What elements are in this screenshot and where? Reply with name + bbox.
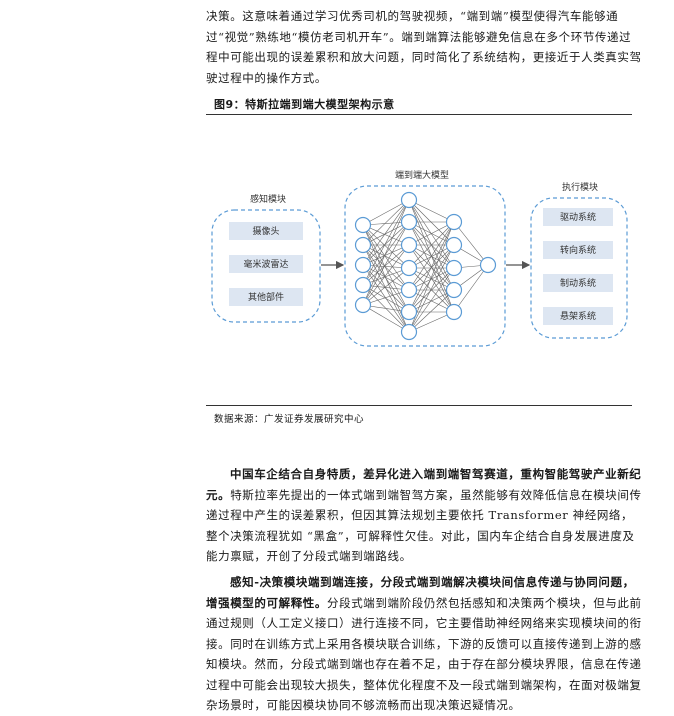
nn-edge xyxy=(362,267,410,286)
nn-node xyxy=(445,213,463,231)
execution-item-label: 悬架系统 xyxy=(560,310,596,322)
nn-edge xyxy=(408,221,455,246)
nn-edge xyxy=(362,224,410,246)
nn-node xyxy=(400,236,418,254)
execution-module-box xyxy=(530,197,628,339)
figure-bottom-rule xyxy=(206,405,632,406)
execution-module-title: 执行模块 xyxy=(562,181,598,193)
nn-edge xyxy=(362,264,410,313)
model-title: 端到端大模型 xyxy=(395,169,449,181)
nn-node xyxy=(445,236,463,254)
perception-module-title: 感知模块 xyxy=(250,193,286,205)
figure-source: 数据来源：广发证券发展研究中心 xyxy=(214,414,365,425)
nn-edge xyxy=(362,267,410,306)
execution-item-label: 制动系统 xyxy=(560,277,596,289)
nn-node xyxy=(354,216,372,234)
model-box xyxy=(344,185,506,347)
execution-item-label: 驱动系统 xyxy=(560,211,596,223)
nn-edge xyxy=(408,311,455,333)
perception-item-box xyxy=(229,255,303,273)
execution-item-box xyxy=(543,241,613,259)
nn-node xyxy=(354,256,372,274)
nn-edge xyxy=(362,224,410,291)
nn-edge xyxy=(408,221,455,269)
figure-title: 图9：特斯拉端到端大模型架构示意 xyxy=(214,98,395,111)
nn-node xyxy=(354,236,372,254)
paragraph-lead: 感知-决策模块端到端连接，分段式端到端解决模块间信息传递与协同问题，增强模型的可… xyxy=(206,575,635,610)
nn-edge xyxy=(362,199,410,226)
nn-edge xyxy=(408,221,455,313)
paragraph-intro: 决策。这意味着通过学习优秀司机的驾驶视频，“端到端”模型使得汽车能够通过“视觉”… xyxy=(206,9,642,85)
nn-edge xyxy=(408,267,455,313)
nn-node xyxy=(400,259,418,277)
nn-node xyxy=(445,303,463,321)
nn-node xyxy=(445,281,463,299)
nn-edge xyxy=(362,244,410,269)
nn-node xyxy=(479,256,497,274)
perception-item-box xyxy=(229,288,303,306)
paragraph-body: 分段式端到端阶段仍然包括感知和决策两个模块，但与此前通过规则（人工定义接口）进行… xyxy=(206,595,642,713)
nn-edge xyxy=(362,224,410,269)
nn-node xyxy=(400,213,418,231)
nn-edge xyxy=(362,224,410,313)
nn-edge xyxy=(408,221,455,291)
nn-edge xyxy=(453,221,489,266)
nn-edge xyxy=(362,199,410,246)
paragraph-body: 特斯拉率先提出的一体式端到端智驾方案，虽然能够有效降低信息在模块间传递过程中产生… xyxy=(206,487,642,564)
execution-item-label: 转向系统 xyxy=(560,244,596,256)
nn-edge xyxy=(362,221,410,266)
perception-item-label: 毫米波雷达 xyxy=(243,258,288,270)
nn-node xyxy=(354,296,372,314)
nn-edge xyxy=(408,244,455,333)
nn-edge xyxy=(362,244,410,313)
nn-edge xyxy=(408,289,455,333)
nn-edge xyxy=(362,221,410,306)
execution-item-box xyxy=(543,274,613,292)
nn-edge xyxy=(362,244,410,306)
perception-item-box xyxy=(229,222,303,240)
paragraph-china-automakers: 中国车企结合自身特质，差异化进入端到端智驾赛道，重构智能驾驶产业新纪元。特斯拉率… xyxy=(206,464,642,567)
execution-item-box xyxy=(543,307,613,325)
paragraph-segmented-e2e: 感知-决策模块端到端连接，分段式端到端解决模块间信息传递与协同问题，增强模型的可… xyxy=(206,572,642,716)
nn-edge xyxy=(408,267,455,333)
nn-edge xyxy=(408,244,455,313)
perception-item-label: 其他部件 xyxy=(248,291,284,303)
perception-module-box xyxy=(211,209,321,323)
nn-edge xyxy=(408,289,455,313)
perception-item-label: 摄像头 xyxy=(252,225,279,237)
nn-edge xyxy=(362,221,410,246)
nn-node xyxy=(445,259,463,277)
nn-edge xyxy=(362,304,410,333)
nn-edge xyxy=(362,284,410,313)
nn-edge xyxy=(408,199,455,223)
paragraph-lead: 中国车企结合自身特质，差异化进入端到端智驾赛道，重构智能驾驶产业新纪元。 xyxy=(206,467,642,502)
figure-top-rule xyxy=(206,114,632,115)
nn-node xyxy=(400,281,418,299)
execution-item-box xyxy=(543,208,613,226)
nn-node xyxy=(400,303,418,321)
nn-edge xyxy=(362,199,410,266)
nn-edge xyxy=(362,221,410,286)
nn-node xyxy=(400,323,418,341)
nn-node xyxy=(354,276,372,294)
nn-edge xyxy=(362,244,410,291)
nn-edge xyxy=(362,264,410,291)
nn-edge xyxy=(453,264,489,313)
nn-node xyxy=(400,191,418,209)
nn-edge xyxy=(362,244,410,266)
nn-edge xyxy=(362,244,410,286)
nn-edge xyxy=(362,199,410,286)
